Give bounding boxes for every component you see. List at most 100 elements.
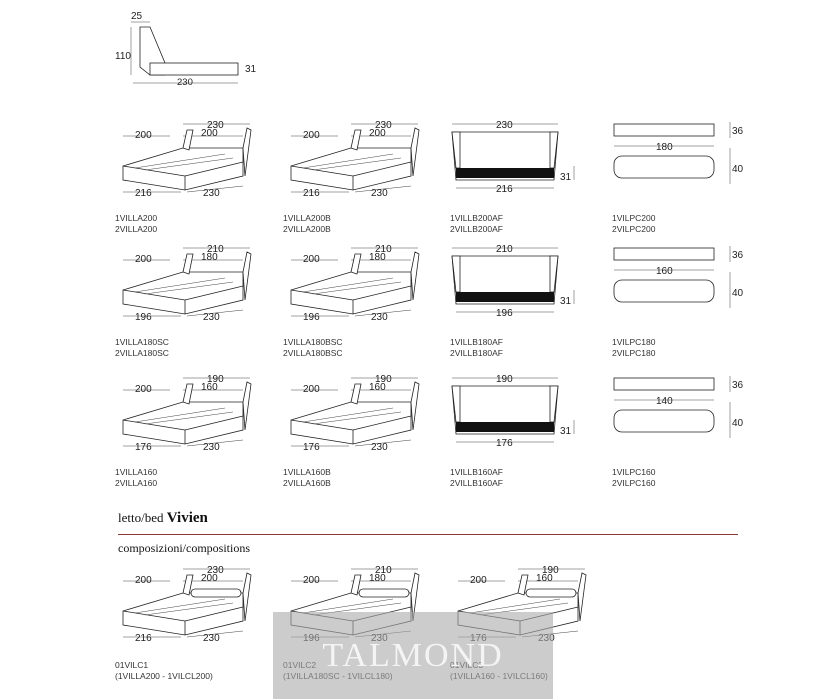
grid.1.1-bottom-width: 196 xyxy=(303,312,320,322)
grid.2.1-side-length: 200 xyxy=(303,384,320,395)
length-label: 230 xyxy=(177,77,193,88)
grid.1.2-height: 31 xyxy=(560,296,572,307)
model-code: 1VILPC200 xyxy=(612,213,656,223)
grid.1.2-drawing: 210 196 31 xyxy=(451,244,575,319)
grid.1.0-bottom-width: 196 xyxy=(135,312,152,322)
grid.2.1-inner-width: 160 xyxy=(369,382,386,393)
model-code: 2VILLB180AF xyxy=(450,348,503,358)
grid.1.1-inner-width: 180 xyxy=(369,252,386,263)
compositions.2-total-width: 190 xyxy=(542,565,559,576)
grid.2.1-total-width: 190 xyxy=(375,374,392,385)
frame-height-label: 31 xyxy=(245,64,257,75)
grid.1.0-total-width: 210 xyxy=(207,244,224,255)
grid.1.0-inner-width: 180 xyxy=(201,252,218,263)
grid.2.0-inner-width: 160 xyxy=(201,382,218,393)
grid.0.2-bottom-width: 216 xyxy=(496,184,513,195)
grid.1.3-height-bottom: 40 xyxy=(732,288,744,299)
grid.0.1-length: 230 xyxy=(371,188,388,198)
model-code: 1VILLA200 xyxy=(115,213,158,223)
grid.0.0-side-length: 200 xyxy=(135,130,152,141)
model-code: 2VILLA180BSC xyxy=(283,348,343,358)
watermark: TALMOND xyxy=(273,612,553,699)
grid.2.0-total-width: 190 xyxy=(207,374,224,385)
grid.0.3-height-top: 36 xyxy=(732,126,744,137)
grid.2.2-drawing: 190 176 31 xyxy=(451,374,575,449)
grid.1.1-total-width: 210 xyxy=(375,244,392,255)
grid.0.1-side-length: 200 xyxy=(303,130,320,141)
model-code: 2VILLB160AF xyxy=(450,478,503,488)
grid.2.0-drawing: 190 160 200 176 230 xyxy=(122,374,252,453)
model-code: 2VILPC160 xyxy=(612,478,656,488)
grid.2.3-height-bottom: 40 xyxy=(732,418,744,429)
grid.2.0-bottom-width: 176 xyxy=(135,442,152,452)
height-label: 110 xyxy=(115,51,131,62)
grid.0.1-bottom-width: 216 xyxy=(303,188,320,198)
grid.2.2-total-width: 190 xyxy=(496,374,513,385)
head-width-label: 25 xyxy=(131,11,143,22)
model-code: 2VILLA180SC xyxy=(115,348,169,358)
grid.0.0-drawing: 230 200 200 216 230 xyxy=(122,120,252,199)
grid.0.2-drawing: 230 216 31 xyxy=(451,120,575,195)
model-code: 1VILLA160B xyxy=(283,467,331,477)
grid.0.3-height-bottom: 40 xyxy=(732,164,744,175)
compositions.1-total-width: 210 xyxy=(375,565,392,576)
model-code: 1VILLA180SC xyxy=(115,337,169,347)
side-profile-drawing: 25 110 31 230 xyxy=(115,11,257,88)
model-code: 2VILLA160 xyxy=(115,478,158,488)
grid.0.1-drawing: 230 200 200 216 230 xyxy=(290,120,420,199)
bed-name: Vivien xyxy=(166,510,208,526)
compositions.1-inner-width: 180 xyxy=(369,573,386,584)
grid.0.2-height: 31 xyxy=(560,172,572,183)
model-code: 1VILLA160 xyxy=(115,467,158,477)
compositions.2-inner-width: 160 xyxy=(536,573,553,584)
grid.0.0-length: 230 xyxy=(203,188,220,198)
compositions.1-side-length: 200 xyxy=(303,575,320,586)
title-prefix: letto/bed xyxy=(118,510,164,525)
grid.1.2-bottom-width: 196 xyxy=(496,308,513,319)
grid.0.0-inner-width: 200 xyxy=(201,128,218,139)
grid.1.0-length: 230 xyxy=(203,312,220,322)
compositions.0-total-width: 230 xyxy=(207,565,224,576)
grid.1.2-total-width: 210 xyxy=(496,244,513,255)
grid.2.3-drawing: 36 140 40 xyxy=(613,376,744,438)
grid.2.1-bottom-width: 176 xyxy=(303,442,320,452)
grid.2.2-bottom-width: 176 xyxy=(496,438,513,449)
model-code: 1VILLB180AF xyxy=(450,337,503,347)
grid.2.0-side-length: 200 xyxy=(135,384,152,395)
grid.2.0-length: 230 xyxy=(203,442,220,452)
grid.0.1-total-width: 230 xyxy=(375,120,392,131)
grid.0.1-inner-width: 200 xyxy=(369,128,386,139)
model-code: 2VILPC180 xyxy=(612,348,656,358)
compositions.0-length: 230 xyxy=(203,633,220,643)
model-code: 2VILLB200AF xyxy=(450,224,503,234)
grid.2.3-width: 140 xyxy=(656,396,673,407)
compositions.0-bottom-width: 216 xyxy=(135,633,152,643)
grid.1.3-width: 160 xyxy=(656,266,673,277)
grid.2.1-drawing: 190 160 200 176 230 xyxy=(290,374,420,453)
grid.1.3-drawing: 36 160 40 xyxy=(613,246,744,308)
grid.1.3-height-top: 36 xyxy=(732,250,744,261)
grid.1.1-side-length: 200 xyxy=(303,254,320,265)
compositions-title: composizioni/compositions xyxy=(118,541,250,555)
grid.1.0-side-length: 200 xyxy=(135,254,152,265)
model-code: 2VILLA200B xyxy=(283,224,331,234)
compositions.0-side-length: 200 xyxy=(135,575,152,586)
grid.0.0-total-width: 230 xyxy=(207,120,224,131)
grid.1.0-drawing: 210 180 200 196 230 xyxy=(122,244,252,323)
grid.1.1-drawing: 210 180 200 196 230 xyxy=(290,244,420,323)
composition-code: (1VILLA200 - 1VILCL200) xyxy=(115,671,213,681)
model-code: 1VILPC180 xyxy=(612,337,656,347)
grid.0.0-bottom-width: 216 xyxy=(135,188,152,198)
model-code: 2VILLA200 xyxy=(115,224,158,234)
grid.0.2-total-width: 230 xyxy=(496,120,513,131)
